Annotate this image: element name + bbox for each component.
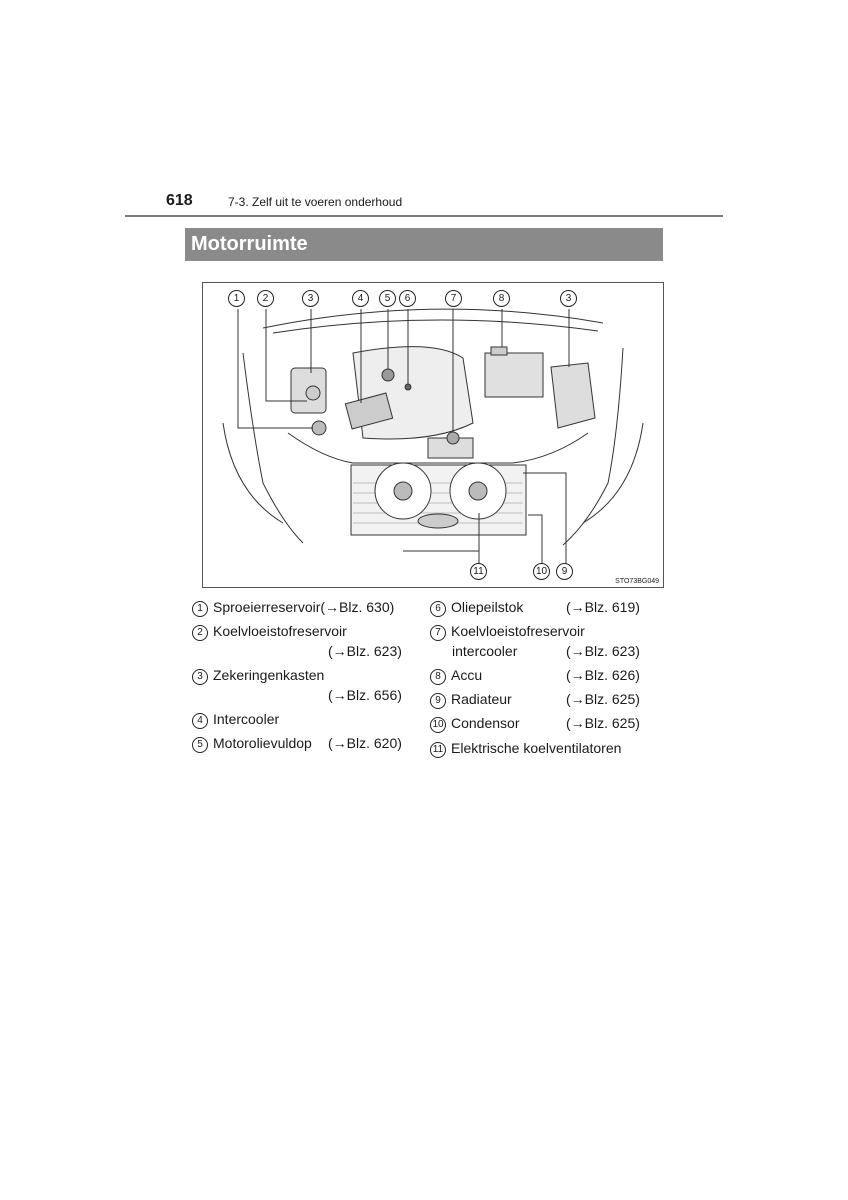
callout-6: 6: [399, 290, 416, 307]
legend-num: 7: [430, 625, 446, 641]
callout-2: 2: [257, 290, 274, 307]
legend-ref: (→Blz. 623): [328, 643, 402, 659]
legend-label: Motorolievuldop: [213, 735, 312, 751]
legend-num: 4: [192, 713, 208, 729]
figure-code: STO73BG049: [615, 578, 659, 585]
callout-5: 5: [379, 290, 396, 307]
legend-label: Radiateur: [451, 691, 512, 707]
legend-num: 10: [430, 717, 446, 733]
legend-num: 11: [430, 742, 446, 758]
callout-3-right: 3: [560, 290, 577, 307]
page-number: 618: [166, 192, 193, 209]
callout-4: 4: [352, 290, 369, 307]
legend-num: 9: [430, 693, 446, 709]
legend-num: 5: [192, 737, 208, 753]
legend-label: Condensor: [451, 715, 520, 731]
legend-num: 1: [192, 601, 208, 617]
legend-item-3: 3 Zekeringenkasten: [192, 666, 324, 685]
legend-item-11: 11 Elektrische koelventilatoren: [430, 739, 621, 758]
legend-item-2: 2 Koelvloeistofreservoir: [192, 622, 347, 641]
legend-item-5: 5 Motorolievuldop: [192, 734, 312, 753]
legend-label: Accu: [451, 667, 483, 683]
legend-item-4: 4 Intercooler: [192, 710, 279, 729]
legend-ref: (→Blz. 619): [566, 599, 640, 615]
legend-ref: (→Blz. 626): [566, 667, 640, 683]
callout-7: 7: [445, 290, 462, 307]
legend-label-line2: intercooler: [452, 643, 518, 659]
legend-num: 2: [192, 625, 208, 641]
legend-ref: (→Blz. 630): [320, 599, 395, 615]
legend-label: Oliepeilstok: [451, 599, 524, 615]
legend-ref: (→Blz. 625): [566, 691, 640, 707]
callout-11: 11: [470, 563, 487, 580]
legend-ref: (→Blz. 620): [328, 735, 402, 751]
legend-item-1: 1 Sproeierreservoir(→Blz. 630): [192, 598, 394, 617]
legend-num: 6: [430, 601, 446, 617]
legend-label: Intercooler: [213, 711, 280, 727]
legend-item-7: 7 Koelvloeistofreservoir: [430, 622, 585, 641]
legend-item-9: 9 Radiateur: [430, 690, 512, 709]
legend-label: Koelvloeistofreservoir: [451, 623, 585, 639]
legend-num: 3: [192, 669, 208, 685]
legend-num: 8: [430, 669, 446, 685]
legend-label: Koelvloeistofreservoir: [213, 623, 347, 639]
legend-ref: (→Blz. 625): [566, 715, 640, 731]
section-title: Motorruimte: [185, 228, 663, 261]
legend-label: Sproeierreservoir: [213, 599, 321, 615]
legend-item-8: 8 Accu: [430, 666, 482, 685]
legend-item-6: 6 Oliepeilstok: [430, 598, 523, 617]
callout-1: 1: [228, 290, 245, 307]
legend-ref: (→Blz. 623): [566, 643, 640, 659]
callout-8: 8: [493, 290, 510, 307]
legend-label: Zekeringenkasten: [213, 667, 325, 683]
legend-item-10: 10 Condensor: [430, 714, 520, 733]
callout-10: 10: [533, 563, 550, 580]
callout-9: 9: [556, 563, 573, 580]
legend-ref: (→Blz. 656): [328, 687, 402, 703]
legend-label: Elektrische koelventilatoren: [451, 740, 622, 756]
callout-3: 3: [302, 290, 319, 307]
engine-bay-drawing: [222, 308, 644, 567]
header-rule: [125, 215, 723, 217]
engine-bay-illustration: 1 2 3 4 5 6 7 8 3 11 10 9 STO73BG049: [202, 282, 664, 588]
chapter-title: 7-3. Zelf uit te voeren onderhoud: [228, 195, 403, 209]
